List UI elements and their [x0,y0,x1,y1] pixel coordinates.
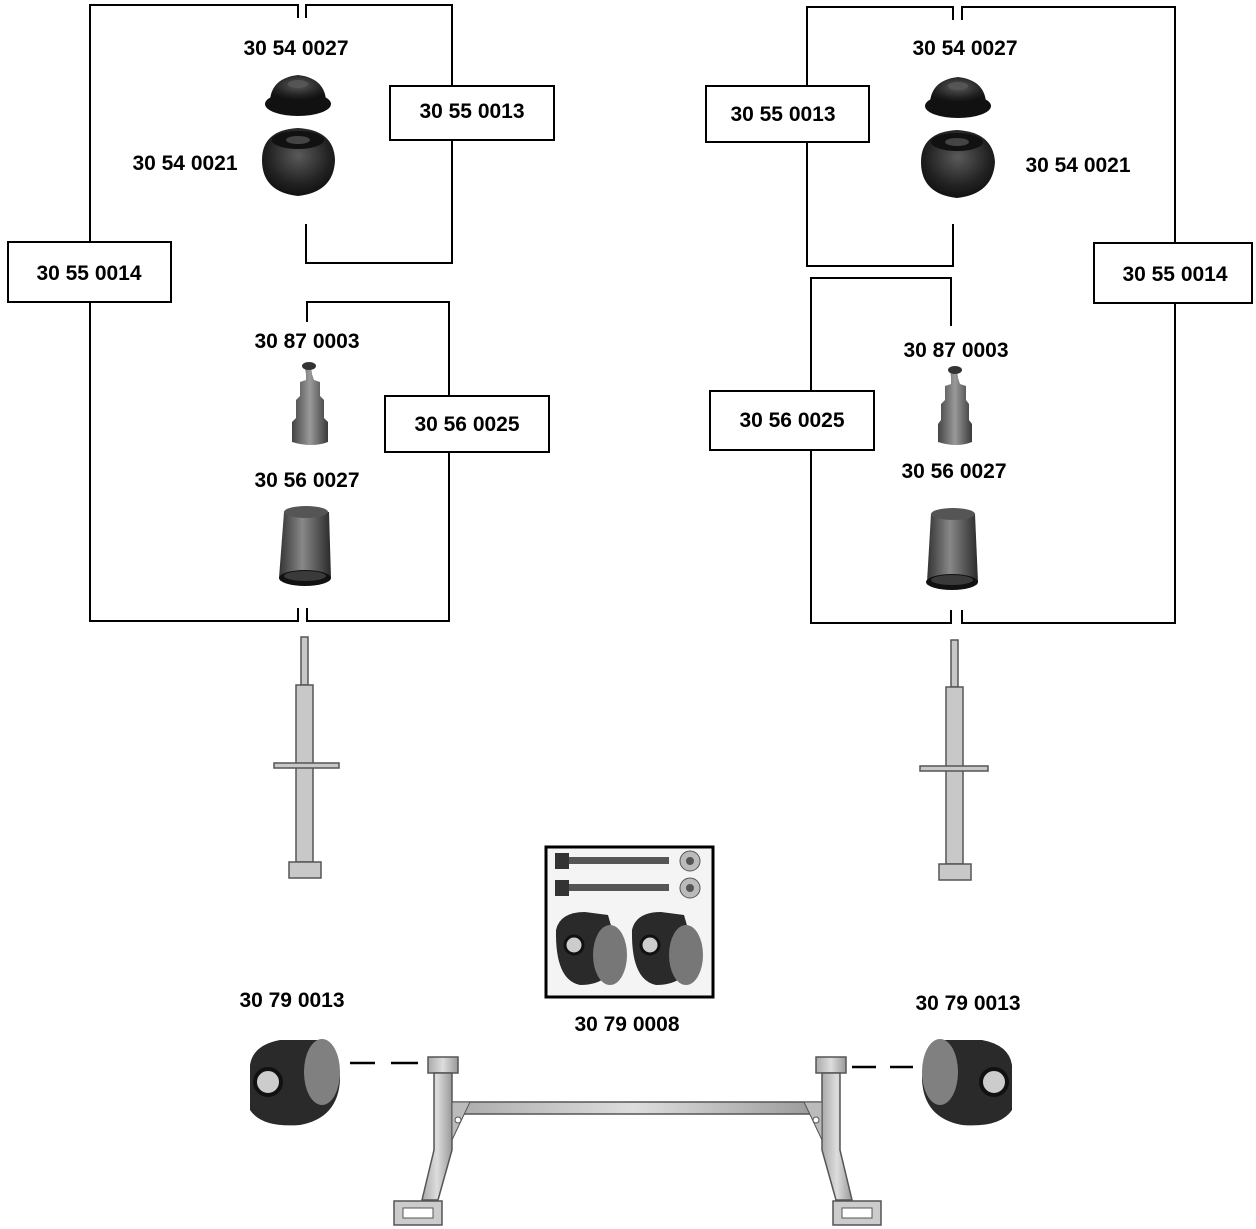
left-mount-kit-label: 30 55 0013 [419,100,524,123]
top-mount-icon [925,77,991,118]
left-full-kit-label: 30 55 0014 [36,262,141,285]
right-full-kit-bracket [962,7,1175,623]
right-full-kit-label: 30 55 0014 [1122,263,1227,286]
axle-bush-kit-group [546,847,713,997]
left-full-kit-bracket [90,5,298,621]
bump-stop-icon [292,362,328,445]
right-top-mount-label: 30 54 0027 [912,37,1017,60]
left-dust-boot-label: 30 56 0027 [254,469,359,492]
left-bump-stop-label: 30 87 0003 [254,330,359,353]
right-mount-kit-label: 30 55 0013 [730,103,835,126]
shock-absorber-icon [274,637,339,878]
left-lower-mount-label: 30 54 0021 [132,152,237,175]
left-axle-bush-label: 30 79 0013 [239,989,344,1012]
right-lower-mount-label: 30 54 0021 [1025,154,1130,177]
axle-bush-kit-label: 30 79 0008 [574,1013,679,1036]
strut-mount-icon [921,130,995,198]
axle-bush-icon [250,1039,340,1125]
dust-boot-icon [279,506,331,586]
axle-bush-icon [922,1039,1012,1125]
right-dust-boot-label: 30 56 0027 [901,460,1006,483]
top-mount-icon [265,75,331,116]
left-protection-kit-label: 30 56 0025 [414,413,519,436]
left-strut-group [8,5,554,878]
right-axle-bush-part [852,1039,1012,1125]
bump-stop-icon [938,366,972,445]
right-strut-group [706,7,1252,880]
right-protection-kit-label: 30 56 0025 [739,409,844,432]
shock-absorber-icon [920,640,988,880]
left-axle-bush-part [250,1039,418,1125]
rear-axle-beam-icon [394,1057,881,1225]
right-bump-stop-label: 30 87 0003 [903,339,1008,362]
strut-mount-icon [262,128,335,196]
dust-boot-icon [926,508,978,590]
left-top-mount-label: 30 54 0027 [243,37,348,60]
right-axle-bush-label: 30 79 0013 [915,992,1020,1015]
